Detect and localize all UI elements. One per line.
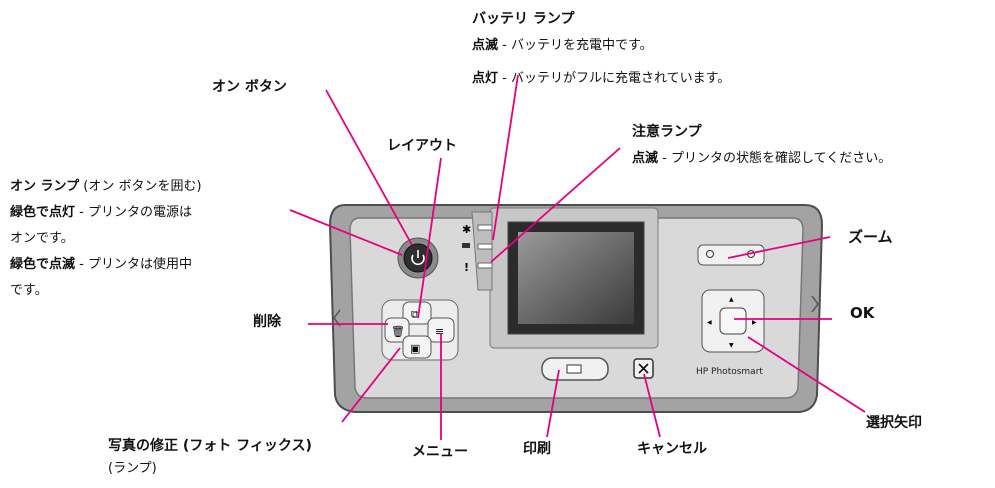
power-lamp-line-1: 緑色で点灯 - プリンタの電源は: [10, 200, 192, 226]
delete-button[interactable]: [384, 317, 410, 343]
battery-lamp-title: バッテリ ランプ: [472, 11, 575, 27]
battery-lamp-text-2: - バッテリがフルに充電されています。: [498, 71, 731, 86]
callout-line-print: [546, 369, 560, 438]
layout-button[interactable]: [402, 301, 432, 325]
zoom-out-icon: [706, 250, 714, 258]
callout-line-photo-fix: [341, 347, 401, 423]
photo-fix-button[interactable]: [402, 335, 432, 359]
power-lamp-text-1: - プリンタの電源は: [75, 205, 192, 220]
memory-lamp: [477, 243, 493, 250]
arrows-label: 選択矢印: [866, 415, 922, 431]
layout-label: レイアウト: [387, 138, 457, 154]
callout-line-zoom: [727, 236, 831, 259]
callout-line-arrows: [747, 336, 866, 413]
attention-lamp-text-1: - プリンタの状態を確認してください。: [658, 151, 892, 166]
power-lamp-line-3: 緑色で点滅 - プリンタは使用中: [10, 252, 192, 278]
battery-lamp-text-1: - バッテリを充電中です。: [498, 38, 653, 53]
attention-lamp: [477, 262, 493, 269]
battery-lamp-icon: ✱: [462, 223, 471, 236]
battery-lamp-line-1: 点滅 - バッテリを充電中です。: [472, 33, 653, 59]
menu-label: メニュー: [412, 444, 468, 460]
battery-lamp-key-1: 点滅: [472, 38, 499, 53]
photo-fix-icon: ▣: [410, 342, 420, 355]
memory-card-icon: [462, 243, 470, 248]
callout-line-cancel: [643, 373, 661, 438]
zoom-button[interactable]: [697, 244, 765, 266]
lamp-strip: [471, 211, 493, 291]
brand-label: HP Photosmart: [696, 367, 763, 377]
battery-lamp-line-2: 点灯 - バッテリがフルに充電されています。: [472, 66, 730, 92]
arrow-right-icon: ▶: [752, 319, 757, 326]
power-lamp-title-rest: (オン ボタンを囲む): [79, 179, 202, 194]
callout-line-power-lamp: [289, 209, 403, 256]
attention-lamp-title: 注意ランプ: [632, 124, 702, 140]
cancel-icon: [638, 363, 649, 374]
photo-fix-sublabel: (ランプ): [108, 461, 157, 476]
power-button-label: オン ボタン: [212, 79, 287, 95]
power-lamp-line-2: オンです。: [10, 231, 74, 246]
attention-icon: !: [464, 261, 469, 274]
power-icon: [411, 254, 425, 266]
arrow-down-icon: ▼: [729, 342, 734, 349]
power-lamp-title-line: オン ランプ (オン ボタンを囲む): [10, 174, 202, 200]
arrow-left-icon: ◀: [707, 319, 712, 326]
callout-line-power-button: [325, 89, 413, 246]
zoom-label: ズーム: [848, 228, 893, 246]
callout-line-attention: [490, 147, 621, 263]
delete-label: 削除: [253, 314, 281, 330]
layout-icon: ⧉: [411, 308, 419, 321]
arrow-up-icon: ▲: [729, 296, 734, 303]
callout-line-battery: [492, 74, 519, 241]
photo-fix-label: 写真の修正 (フォト フィックス): [108, 438, 312, 454]
power-lamp-title: オン ランプ: [10, 179, 80, 194]
power-lamp-key-1: 緑色で点灯: [10, 205, 76, 220]
power-lamp-key-3: 緑色で点滅: [10, 257, 76, 272]
power-lamp-line-4: です。: [10, 283, 48, 298]
battery-lamp-key-2: 点灯: [472, 71, 499, 86]
ok-label: OK: [850, 304, 875, 322]
attention-lamp-key-1: 点滅: [632, 151, 659, 166]
attention-lamp-line-1: 点滅 - プリンタの状態を確認してください。: [632, 146, 891, 172]
lcd-screen: [518, 232, 634, 324]
print-icon: [566, 364, 582, 374]
ok-button[interactable]: [719, 307, 747, 335]
callout-line-layout: [417, 157, 442, 319]
print-label: 印刷: [523, 441, 551, 457]
side-notch-right: [811, 295, 819, 313]
battery-lamp: [477, 224, 493, 231]
trash-icon: 🗑: [391, 325, 405, 338]
power-lamp-text-3: - プリンタは使用中: [75, 257, 192, 272]
menu-icon: ≡: [435, 325, 444, 338]
cancel-label: キャンセル: [637, 441, 707, 457]
